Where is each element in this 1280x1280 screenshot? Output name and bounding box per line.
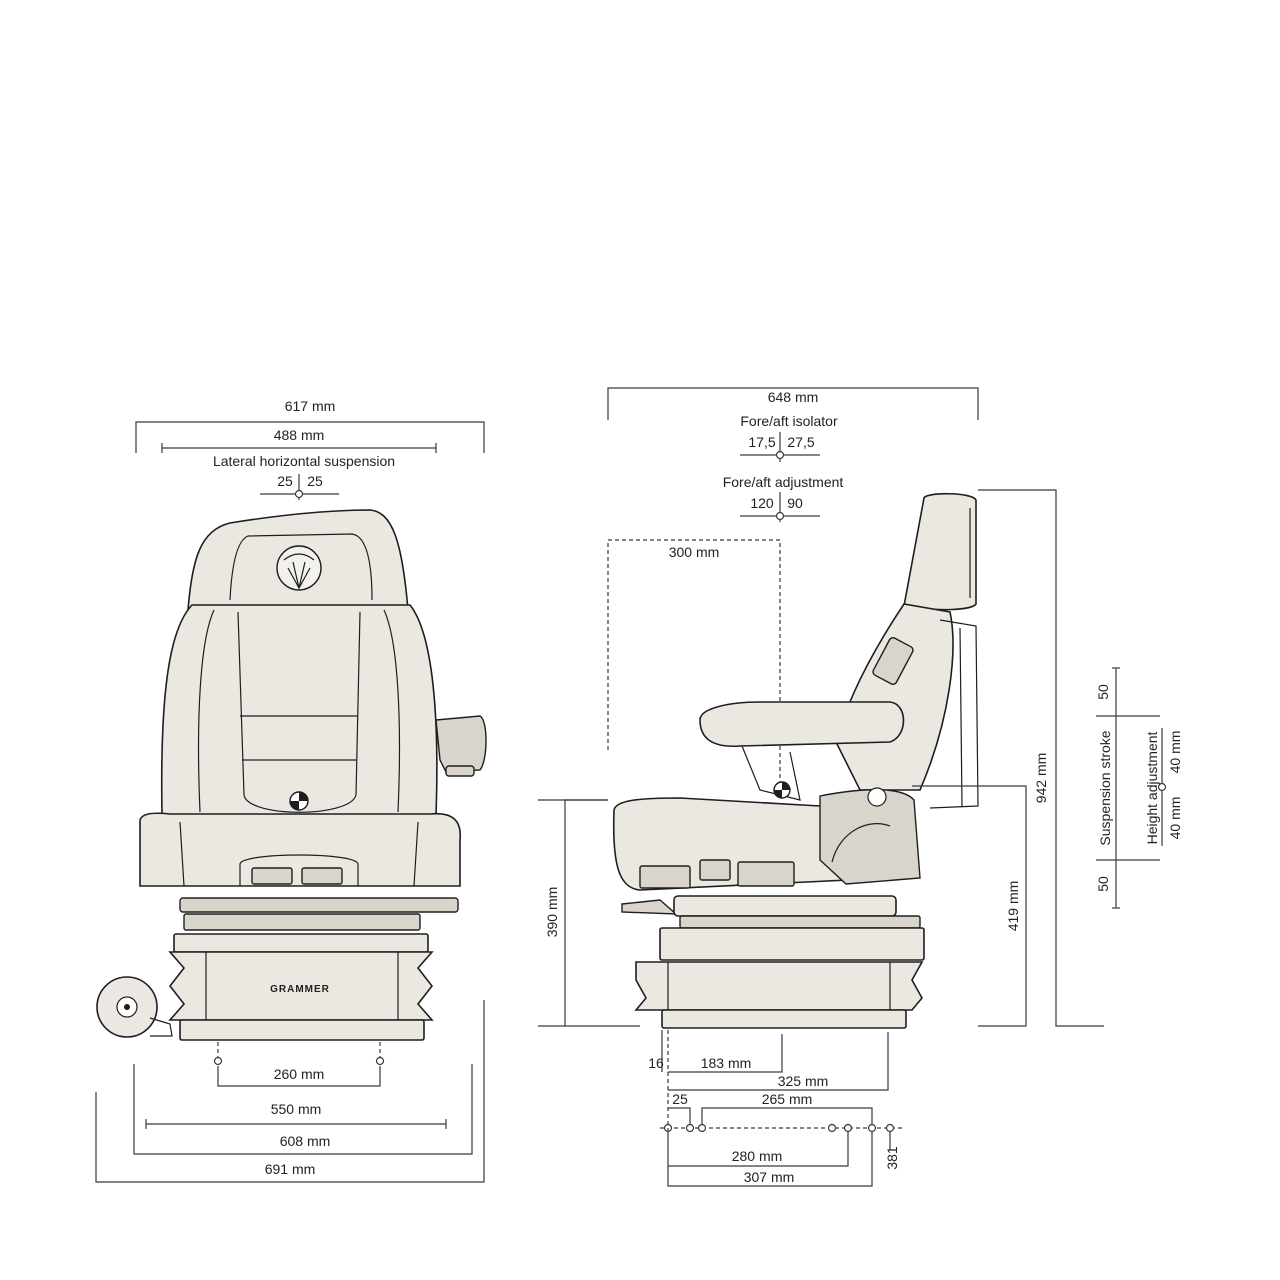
- label-419: 419 mm: [1005, 881, 1021, 932]
- dim-height-adj: Height adjustment 40 mm 40 mm: [1144, 728, 1183, 846]
- dim-260: 260 mm: [213, 1042, 385, 1087]
- label-lateral-left: 25: [277, 473, 293, 489]
- label-isolator-left: 17,5: [748, 434, 775, 450]
- label-265: 265 mm: [762, 1091, 813, 1107]
- dim-lateral: 25 25: [260, 473, 339, 500]
- dim-16-183-325: 16 183 mm 325 mm: [648, 1030, 889, 1128]
- dim-488: 488 mm: [161, 427, 437, 453]
- label-942: 942 mm: [1033, 753, 1049, 804]
- label-stroke-top: 50: [1095, 684, 1111, 700]
- brand-grammer: GRAMMER: [270, 984, 330, 995]
- label-550: 550 mm: [271, 1101, 322, 1117]
- front-view: 617 mm 488 mm Lateral horizontal suspens…: [95, 398, 487, 1183]
- label-height-adjustment: Height adjustment: [1144, 731, 1160, 844]
- dim-550: 550 mm: [145, 1101, 447, 1129]
- label-16: 16: [648, 1055, 664, 1071]
- label-325: 325 mm: [778, 1073, 829, 1089]
- label-260: 260 mm: [274, 1066, 325, 1082]
- label-isolator-right: 27,5: [787, 434, 814, 450]
- label-617: 617 mm: [285, 398, 336, 414]
- label-381: 381: [884, 1146, 900, 1170]
- label-280: 280 mm: [732, 1148, 783, 1164]
- label-adjust-left: 120: [750, 495, 774, 511]
- seat-side-illustration: [612, 492, 979, 1029]
- label-691: 691 mm: [265, 1161, 316, 1177]
- dim-942: 942 mm: [978, 489, 1104, 1027]
- dim-adjust: 120 90: [740, 492, 820, 522]
- dim-617: 617 mm: [135, 398, 485, 453]
- seat-front-illustration: GRAMMER: [96, 509, 487, 1041]
- label-648: 648 mm: [768, 389, 819, 405]
- dim-691: 691 mm: [95, 1000, 485, 1183]
- dim-300: 300 mm: [607, 539, 781, 790]
- label-25: 25: [672, 1091, 688, 1107]
- label-lateral-suspension: Lateral horizontal suspension: [213, 453, 395, 469]
- label-suspension-stroke: Suspension stroke: [1097, 730, 1113, 845]
- dim-390: 390 mm: [538, 799, 640, 1027]
- side-view: 648 mm Fore/aft isolator 17,5 27,5 Fore/…: [538, 387, 1183, 1187]
- label-height-adj-bottom: 40 mm: [1167, 797, 1183, 840]
- label-488: 488 mm: [274, 427, 325, 443]
- label-390: 390 mm: [544, 887, 560, 938]
- headrest-logo-icon: [276, 545, 322, 591]
- label-adjust: Fore/aft adjustment: [723, 474, 844, 490]
- label-isolator: Fore/aft isolator: [740, 413, 838, 429]
- dim-419: 419 mm: [912, 785, 1027, 1027]
- dim-648: 648 mm: [607, 387, 979, 420]
- dim-280-307-381: 280 mm 307 mm 381: [667, 1128, 900, 1187]
- label-183: 183 mm: [701, 1055, 752, 1071]
- label-lateral-right: 25: [307, 473, 323, 489]
- dim-25-265: 25 265 mm: [668, 1091, 873, 1128]
- mount-holes-side: [660, 1123, 904, 1133]
- dim-stroke: 50 50 Suspension stroke: [1095, 667, 1160, 909]
- label-608: 608 mm: [280, 1133, 331, 1149]
- label-height-adj-top: 40 mm: [1167, 731, 1183, 774]
- dim-608: 608 mm: [133, 1064, 473, 1155]
- label-300: 300 mm: [669, 544, 720, 560]
- label-adjust-right: 90: [787, 495, 803, 511]
- label-307: 307 mm: [744, 1169, 795, 1185]
- dim-isolator: 17,5 27,5: [740, 432, 820, 462]
- label-stroke-bottom: 50: [1095, 876, 1111, 892]
